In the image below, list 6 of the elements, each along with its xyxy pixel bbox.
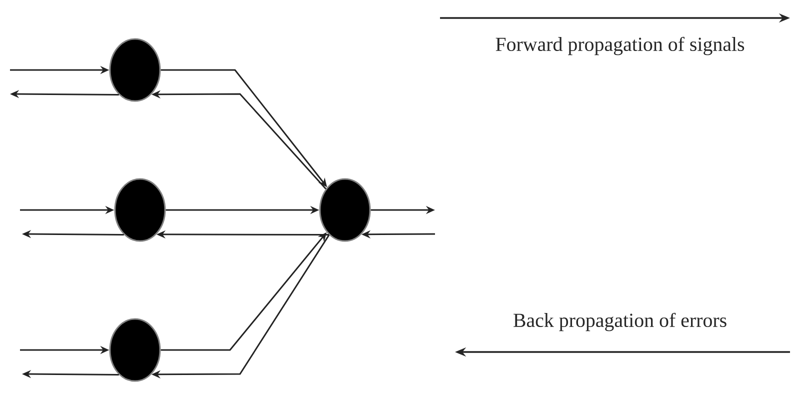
- neuron-circle: [114, 178, 166, 242]
- neuron-circle: [109, 38, 161, 102]
- legend-text: Back propagation of errors: [514, 312, 726, 332]
- legend-text: Forward propagation of signals: [496, 36, 744, 56]
- neuron-circle: [109, 318, 161, 382]
- neuron-circle: [319, 178, 371, 242]
